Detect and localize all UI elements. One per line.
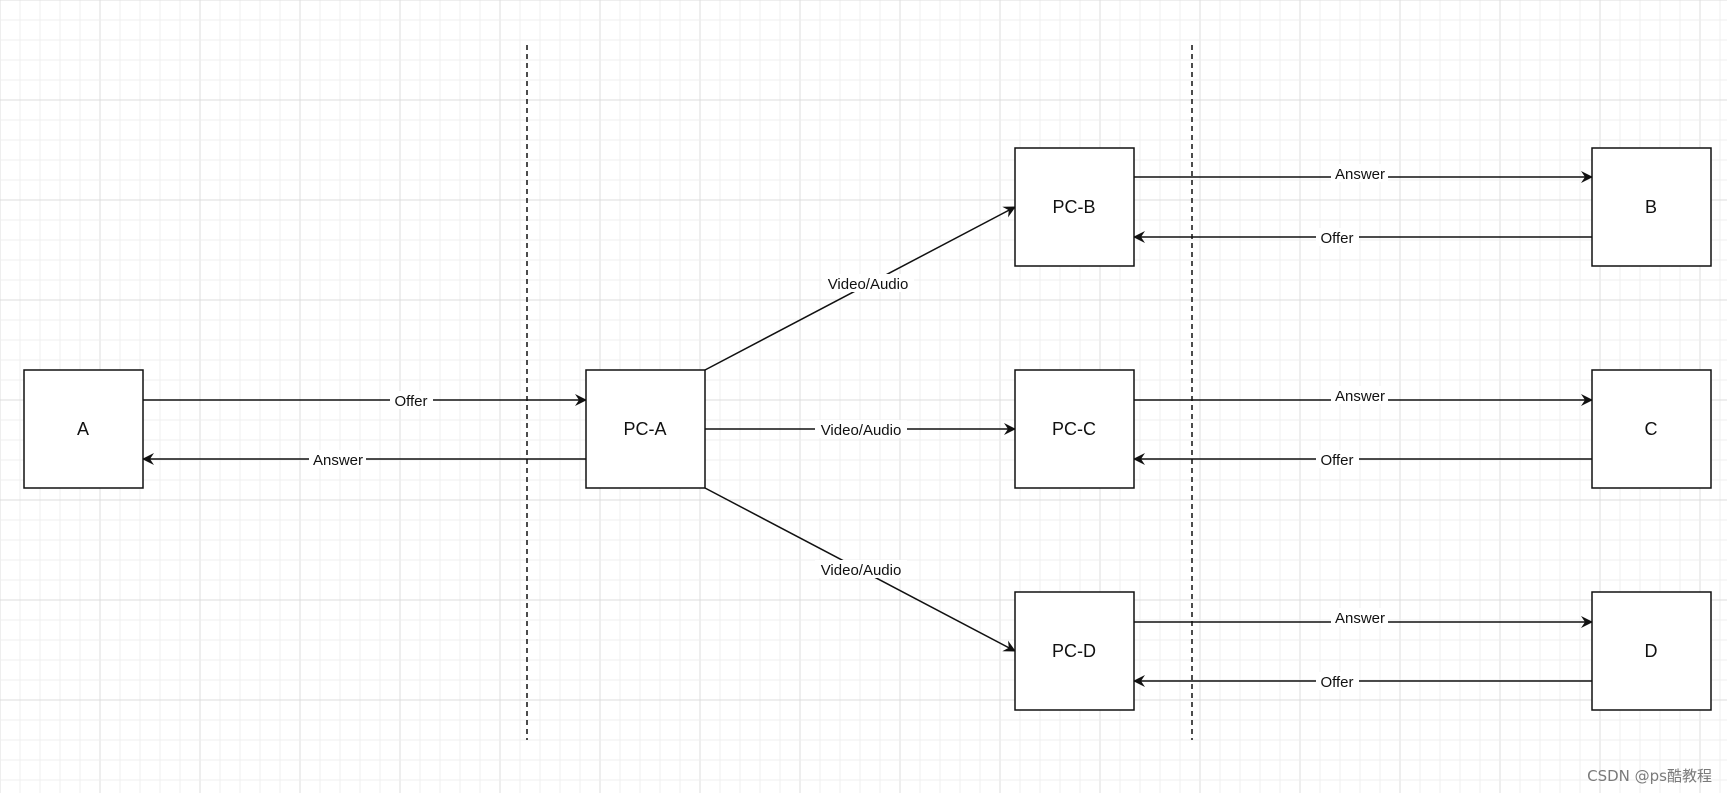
node-pc-b: PC-B <box>1014 147 1135 267</box>
edge-label-pc-a-to-a: Answer <box>313 452 363 469</box>
watermark-text: CSDN @ps酷教程 <box>1587 767 1712 785</box>
node-label-pc-a: PC-A <box>623 419 666 439</box>
edge-label-b-to-pc-b: Offer <box>1320 230 1353 247</box>
edge-label-a-to-pc-a: Offer <box>394 393 427 410</box>
node-label-c: C <box>1645 419 1658 439</box>
edge-label-c-to-pc-c: Offer <box>1320 452 1353 469</box>
node-c: C <box>1591 369 1712 489</box>
node-pc-d: PC-D <box>1014 591 1135 711</box>
node-pc-c: PC-C <box>1014 369 1135 489</box>
edge-label-pc-a-to-pc-d: Video/Audio <box>821 562 902 579</box>
node-label-d: D <box>1645 641 1658 661</box>
node-b: B <box>1591 147 1712 267</box>
edge-labels: Offer Answer Video/Audio Video/Audio Vid… <box>309 164 1388 691</box>
edge-label-pc-a-to-pc-b: Video/Audio <box>828 276 909 293</box>
node-a: A <box>23 369 144 489</box>
edge-label-pc-c-to-c: Answer <box>1335 388 1385 405</box>
nodes: A PC-A PC-B PC-C PC-D B <box>23 147 1712 711</box>
edge-label-d-to-pc-d: Offer <box>1320 674 1353 691</box>
node-label-pc-b: PC-B <box>1052 197 1095 217</box>
node-pc-a: PC-A <box>585 369 706 489</box>
node-label-pc-c: PC-C <box>1052 419 1096 439</box>
edge-label-pc-b-to-b: Answer <box>1335 166 1385 183</box>
node-label-pc-d: PC-D <box>1052 641 1096 661</box>
node-label-b: B <box>1645 197 1657 217</box>
edge-label-pc-d-to-d: Answer <box>1335 610 1385 627</box>
edge-label-pc-a-to-pc-c: Video/Audio <box>821 422 902 439</box>
node-label-a: A <box>77 419 89 439</box>
node-d: D <box>1591 591 1712 711</box>
